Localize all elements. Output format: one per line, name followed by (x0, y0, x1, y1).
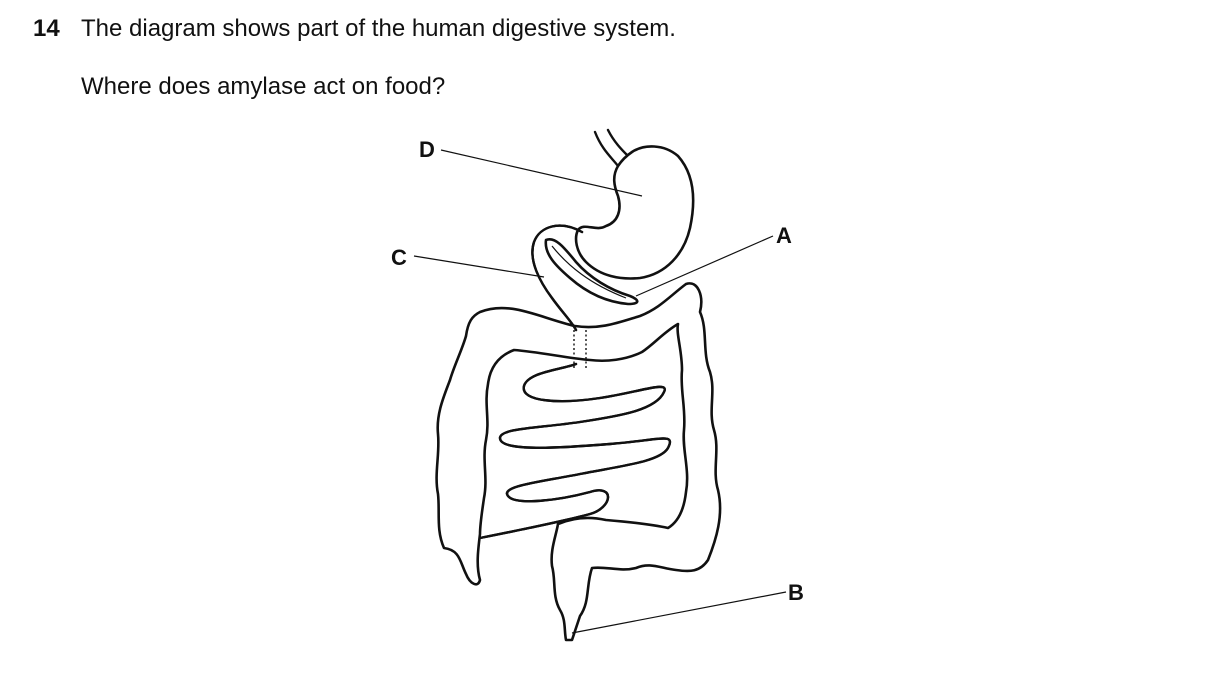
question-text: The diagram shows part of the human dige… (81, 15, 676, 42)
label-line-a (635, 235, 774, 297)
label-c: C (391, 245, 407, 270)
oesophagus (593, 128, 630, 168)
stomach (574, 145, 695, 280)
pancreas (544, 238, 639, 306)
label-a: A (776, 223, 792, 248)
small-intestine (478, 362, 672, 540)
label-line-d (440, 149, 643, 197)
duodenum (531, 224, 584, 332)
question-number: 14 (33, 15, 60, 42)
label-d: D (419, 137, 435, 162)
large-intestine (435, 282, 722, 642)
label-b: B (788, 580, 804, 605)
label-line-b (571, 591, 787, 634)
question-prompt: Where does amylase act on food? (81, 73, 446, 100)
label-line-c (413, 255, 545, 278)
